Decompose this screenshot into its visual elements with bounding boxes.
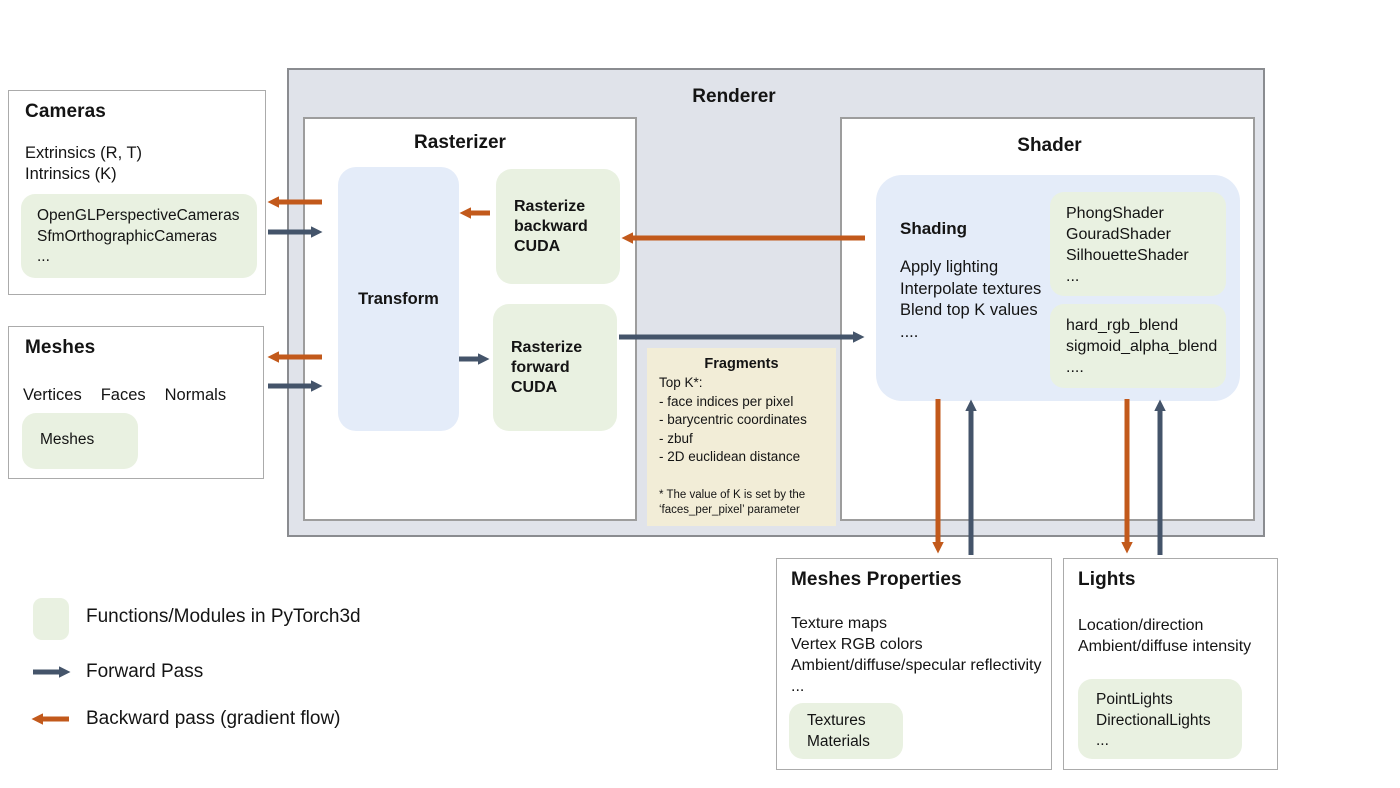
rasterize-forward-cuda-module: Rasterize forward CUDA (493, 304, 617, 431)
lights-line: Location/direction (1078, 617, 1204, 634)
legend-module-swatch (33, 598, 69, 640)
rasterizer-title: Rasterizer (414, 132, 506, 153)
cameras-module: OpenGLPerspectiveCameras SfmOrthographic… (21, 194, 257, 278)
meshes-attribute: Faces (100, 386, 146, 404)
fragments-footnote: * The value of K is set by the ‘faces_pe… (659, 489, 806, 516)
renderer-title: Renderer (692, 86, 776, 107)
shader-class: GouradShader (1066, 226, 1171, 243)
renderer-box: Renderer Rasterizer Transform Rasterize … (287, 68, 1265, 537)
transform-module: Transform (338, 167, 459, 431)
blend-function: hard_rgb_blend (1066, 317, 1179, 334)
lights-title: Lights (1078, 569, 1136, 590)
fragments-item: - 2D euclidean distance (659, 449, 801, 464)
light-class: DirectionalLights (1096, 711, 1211, 729)
meshes-properties-line: Ambient/diffuse/specular reflectivity (791, 657, 1042, 674)
shading-description: Apply lighting Interpolate textures Blen… (900, 257, 1041, 343)
fragments-box: Fragments Top K*: - face indices per pix… (647, 348, 836, 526)
meshes-module: Meshes (22, 413, 138, 469)
meshes-attribute: Normals (164, 386, 227, 404)
cameras-box: Cameras Extrinsics (R, T) Intrinsics (K)… (8, 90, 266, 295)
fragments-item: - face indices per pixel (659, 393, 794, 409)
meshes-properties-line: Vertex RGB colors (791, 636, 923, 653)
cameras-title: Cameras (25, 101, 106, 122)
shader-classes-module: PhongShader GouradShader SilhouetteShade… (1050, 192, 1226, 296)
meshes-box: Meshes Vertices Faces Normals Meshes (8, 326, 264, 479)
shader-class: ... (1066, 268, 1080, 285)
lights-box: Lights Location/direction Ambient/diffus… (1063, 558, 1278, 770)
shading-line: .... (900, 322, 919, 341)
shading-module: Shading Apply lighting Interpolate textu… (876, 175, 1240, 401)
legend-backward-label: Backward pass (gradient flow) (86, 708, 341, 729)
fragments-title: Fragments (704, 356, 779, 372)
legend-module-label: Functions/Modules in PyTorch3d (86, 606, 361, 627)
fragments-list: Top K*: - face indices per pixel - baryc… (659, 374, 824, 467)
meshes-properties-box: Meshes Properties Texture maps Vertex RG… (776, 558, 1052, 770)
meshes-properties-class: Materials (807, 732, 870, 750)
legend-forward-label: Forward Pass (86, 661, 204, 682)
shading-line: Blend top K values (900, 301, 1038, 319)
cameras-attributes: Extrinsics (R, T) Intrinsics (K) (25, 143, 142, 185)
shader-class: PhongShader (1066, 205, 1164, 222)
meshes-attributes: Vertices Faces Normals (23, 385, 226, 406)
light-class: ... (1096, 732, 1109, 749)
shading-line: Apply lighting (900, 258, 999, 276)
shading-line: Interpolate textures (900, 279, 1042, 298)
shader-box: Shader Shading Apply lighting Interpolat… (840, 117, 1255, 521)
fragments-item: - zbuf (659, 430, 693, 446)
blend-function: sigmoid_alpha_blend (1066, 338, 1218, 355)
meshes-class: Meshes (40, 431, 95, 448)
meshes-properties-line: ... (791, 678, 805, 695)
blend-functions-module: hard_rgb_blend sigmoid_alpha_blend .... (1050, 304, 1226, 388)
fragments-intro: Top K*: (659, 375, 703, 390)
lights-line: Ambient/diffuse intensity (1078, 638, 1252, 655)
fragments-item: - barycentric coordinates (659, 412, 807, 427)
lights-lines: Location/direction Ambient/diffuse inten… (1078, 615, 1251, 657)
lights-module: PointLights DirectionalLights ... (1078, 679, 1242, 759)
camera-class: SfmOrthographicCameras (37, 227, 218, 245)
cameras-line: Extrinsics (R, T) (25, 144, 143, 162)
meshes-properties-class: Textures (807, 712, 866, 729)
cameras-line: Intrinsics (K) (25, 165, 117, 183)
shader-class: SilhouetteShader (1066, 247, 1189, 264)
rasterize-forward-cuda-label: Rasterize forward CUDA (511, 338, 583, 396)
blend-function: .... (1066, 359, 1084, 376)
meshes-attribute: Vertices (23, 386, 82, 404)
camera-class: OpenGLPerspectiveCameras (37, 207, 240, 224)
meshes-properties-lines: Texture maps Vertex RGB colors Ambient/d… (791, 613, 1041, 697)
rasterize-backward-cuda-label: Rasterize backward CUDA (514, 197, 588, 255)
meshes-title: Meshes (25, 337, 96, 358)
rasterize-backward-cuda-module: Rasterize backward CUDA (496, 169, 620, 284)
light-class: PointLights (1096, 691, 1173, 708)
rasterizer-box: Rasterizer Transform Rasterize backward … (303, 117, 637, 521)
transform-label: Transform (358, 289, 439, 308)
meshes-properties-module: Textures Materials (789, 703, 903, 759)
camera-class: ... (37, 248, 50, 265)
meshes-properties-line: Texture maps (791, 615, 888, 632)
meshes-properties-title: Meshes Properties (791, 569, 962, 590)
shader-title: Shader (1017, 135, 1082, 156)
shading-title: Shading (900, 219, 968, 238)
